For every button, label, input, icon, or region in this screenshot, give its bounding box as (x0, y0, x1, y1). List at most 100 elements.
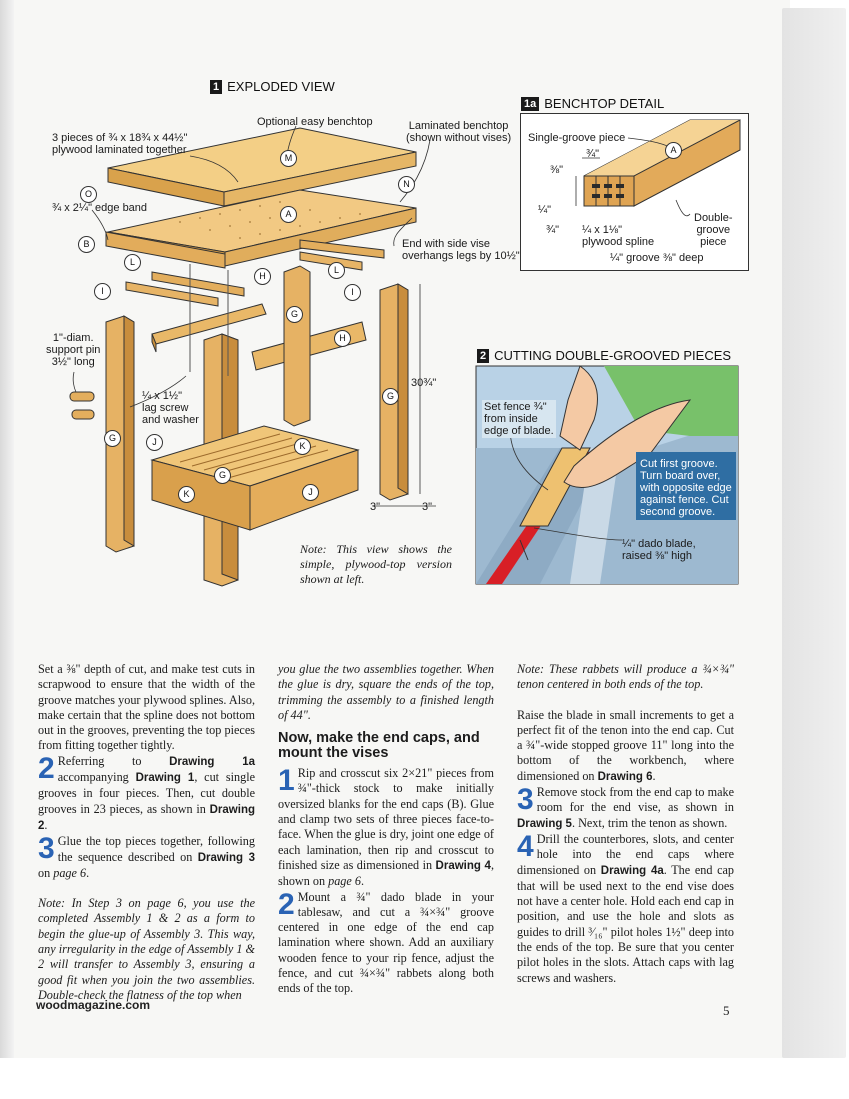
callout-o: O (80, 186, 97, 203)
col2-step2-text: Mount a ¾" dado blade in your tablesaw, … (278, 889, 494, 996)
label-detail-14: ¼" (538, 204, 552, 216)
callout-h-top: H (254, 268, 271, 285)
text-column-3: Note: These rabbets will produce a ¾×¾" … (517, 662, 734, 986)
section-heading: Now, make the end caps, and mount the vi… (278, 730, 480, 762)
col3-ref-drawing4a: Drawing 4a (600, 864, 664, 877)
label-lag-screw: ¼ x 1½" lag screw and washer (142, 390, 199, 426)
col2-step1-text-c: , shown on (278, 857, 494, 889)
text-column-2: you glue the two assemblies together. Wh… (278, 662, 494, 997)
label-plywood-pieces: 3 pieces of ¾ x 18¾ x 44½" plywood lamin… (52, 132, 188, 156)
callout-i-left: I (94, 283, 111, 300)
col3-step4-text-a: Drill the counterbores, slots, and cente… (517, 831, 734, 877)
callout-k-right: K (294, 438, 311, 455)
footer-website: woodmagazine.com (36, 998, 151, 1012)
col3-step4-number: 4 (517, 829, 534, 863)
col3-ref-drawing6: Drawing 6 (597, 770, 653, 783)
col3-raise: Raise the blade in small increments to g… (517, 708, 734, 785)
col3-step4-text-c: . The end cap that will be used next to … (517, 862, 734, 985)
col2-continued: you glue the two assemblies together. Wh… (278, 662, 494, 722)
step2-text-c: accompanying (57, 770, 136, 785)
step3-number: 3 (38, 832, 55, 866)
detail-callout-a: A (665, 142, 682, 159)
step3-text-a: Glue the top pieces together, following … (57, 834, 255, 864)
callout-g-left: G (104, 430, 121, 447)
col3-step3-text-a: Remove stock from the end cap to make ro… (536, 785, 734, 815)
label-cut-groove: Cut first groove. Turn board over, with … (640, 458, 732, 518)
step2-ref-drawing2: Drawing 2 (38, 803, 255, 832)
col2-step1-ref-drawing4: Drawing 4 (435, 859, 491, 872)
label-groove-depth: ¼" groove ⅜" deep (610, 252, 704, 264)
scan-margin (0, 1058, 790, 1099)
drawing2-number: 2 (477, 348, 490, 363)
drawing1a-title-text: BENCHTOP DETAIL (544, 96, 665, 111)
step2-text-e: , cut single grooves in four pieces. The… (38, 770, 255, 816)
label-detail-34-top: ¾" (586, 148, 600, 160)
label-plywood-spline: ¼ x 1⅛" plywood spline (582, 224, 655, 248)
callout-h-right: H (334, 330, 351, 347)
callout-l-left: L (124, 254, 141, 271)
step3-ref-page6: page 6 (53, 865, 87, 880)
col3-raise-text-c: . (652, 768, 656, 783)
col2-step1-text-a: Rip and crosscut six 2×21" pieces from ¾… (278, 766, 494, 872)
step3-text-e: . (86, 865, 90, 880)
drawing1-note: Note: This view shows the simple, plywoo… (300, 542, 452, 586)
col2-step2-number: 2 (278, 887, 295, 921)
callout-g-right: G (382, 388, 399, 405)
step2-ref-drawing1: Drawing 1 (135, 772, 195, 785)
drawing1-title: 1 EXPLODED VIEW (210, 79, 335, 94)
page-number: 5 (723, 1003, 730, 1018)
col3-raise-text-a: Raise the blade in small increments to g… (517, 707, 734, 783)
step2-text-a: Referring to (57, 753, 170, 768)
label-detail-34-bottom: ¾" (546, 224, 560, 236)
callout-m: M (280, 150, 297, 167)
label-end-vise: End with side vise overhangs legs by 10½… (402, 238, 523, 262)
col2-step1-text-e: . (360, 874, 364, 889)
edge-band (105, 231, 226, 269)
callout-l-right: L (328, 262, 345, 279)
next-page-edge (782, 8, 846, 1058)
callout-j-right: J (302, 484, 319, 501)
label-edge-band: ¾ x 2¼" edge band (52, 202, 148, 214)
col1-intro: Set a ⅜" depth of cut, and make test cut… (38, 662, 255, 753)
drawing1-number: 1 (210, 79, 223, 94)
callout-g-back: G (286, 306, 303, 323)
label-dim-right: 3" (422, 501, 433, 513)
drawing1a-number: 1a (521, 96, 540, 111)
text-column-1: Set a ⅜" depth of cut, and make test cut… (38, 662, 255, 1003)
col3-step3-text-c: . Next, trim the tenon as shown. (571, 815, 728, 830)
step3-ref-drawing3: Drawing 3 (197, 851, 255, 864)
col2-step1-number: 1 (278, 764, 295, 798)
label-support-pin: 1"-diam. support pin 3½" long (46, 332, 101, 368)
drawing2-title-text: CUTTING DOUBLE-GROOVED PIECES (494, 348, 732, 363)
step2-number: 2 (38, 751, 55, 785)
col3-note: Note: These rabbets will produce a ¾×¾" … (517, 662, 734, 692)
label-laminated-benchtop: Laminated benchtop (shown without vises) (406, 120, 512, 144)
label-detail-38: ⅜" (550, 164, 564, 176)
drawing1a-title: 1a BENCHTOP DETAIL (521, 96, 664, 111)
callout-n: N (398, 176, 415, 193)
callout-k-left: K (178, 486, 195, 503)
col3-ref-drawing5: Drawing 5 (517, 817, 572, 830)
step2-ref-drawing1a: Drawing 1a (169, 755, 255, 768)
label-double-groove: Double- groove piece (694, 212, 733, 248)
label-single-groove: Single-groove piece (528, 132, 626, 144)
label-set-fence: Set fence ¾" from inside edge of blade. (482, 400, 556, 438)
callout-b: B (78, 236, 95, 253)
drawing1-title-text: EXPLODED VIEW (227, 79, 335, 94)
label-dim-left: 3" (370, 501, 381, 513)
callout-a: A (280, 206, 297, 223)
step3-text-c: on (38, 865, 54, 880)
callout-i-right: I (344, 284, 361, 301)
col3-step3-number: 3 (517, 783, 534, 817)
label-optional-benchtop: Optional easy benchtop (257, 116, 373, 128)
col1-note: Note: In Step 3 on page 6, you use the c… (38, 896, 255, 1002)
drawing2-title: 2 CUTTING DOUBLE-GROOVED PIECES (477, 348, 731, 363)
step2-text-g: . (44, 817, 48, 832)
